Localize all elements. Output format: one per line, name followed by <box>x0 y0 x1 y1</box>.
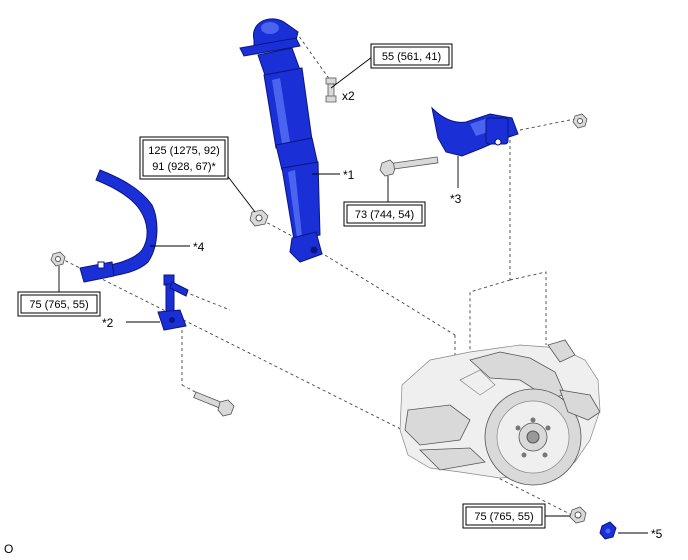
torque-box-stabilizer-nut: 75 (765, 55) <box>17 291 101 317</box>
figure-id: O <box>4 542 13 556</box>
torque-box-link-lower-nut: 75 (765, 55) <box>462 503 546 529</box>
link-lower-bolt <box>193 391 235 417</box>
callout-1: *1 <box>343 168 355 182</box>
torque-shock-lower-line2: 91 (928, 67)* <box>152 161 216 173</box>
link-lower-nut <box>569 506 587 524</box>
callout-2: *2 <box>102 316 114 330</box>
stabilizer-link <box>157 274 189 331</box>
lower-shock-nut <box>249 209 269 227</box>
blue-nut <box>599 521 617 540</box>
torque-box-shock-upper: 55 (561, 41) <box>370 43 453 69</box>
stabilizer-bar <box>79 169 158 283</box>
upper-arm-nut <box>572 113 588 129</box>
callout-3: *3 <box>450 192 462 206</box>
shock-absorber <box>239 18 323 263</box>
leader-lines <box>58 56 648 534</box>
axle-knuckle-brake-assembly <box>399 339 601 486</box>
assembly-dashed-lines <box>59 31 581 516</box>
torque-stabilizer-nut-text: 75 (765, 55) <box>29 299 88 311</box>
torque-link-lower-nut-text: 75 (765, 55) <box>474 511 533 523</box>
upper-control-arm <box>431 106 519 157</box>
stabilizer-nut <box>50 251 66 267</box>
torque-knuckle-bolt-text: 73 (744, 54) <box>355 209 414 221</box>
knuckle-bolt <box>379 156 439 177</box>
upper-nut <box>325 77 337 103</box>
quantity-label: x2 <box>342 89 355 103</box>
torque-box-shock-lower: 125 (1275, 92) 91 (928, 67)* <box>139 136 229 180</box>
torque-box-knuckle-bolt: 73 (744, 54) <box>343 201 426 227</box>
callout-4: *4 <box>193 240 205 254</box>
hardware <box>50 77 617 540</box>
callout-5: *5 <box>651 527 663 541</box>
torque-shock-upper-text: 55 (561, 41) <box>382 51 441 63</box>
torque-shock-lower-line1: 125 (1275, 92) <box>148 145 220 157</box>
